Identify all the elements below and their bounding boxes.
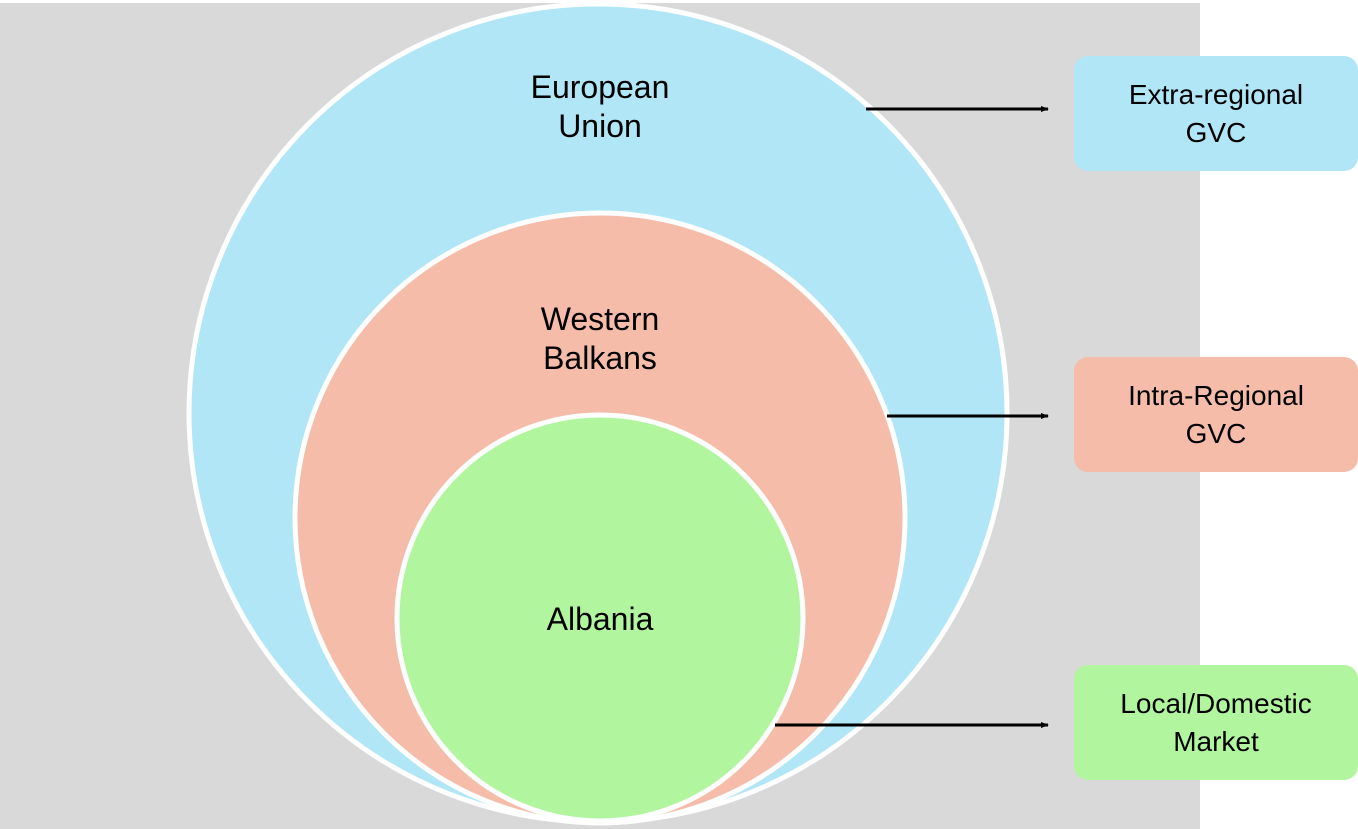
western-balkans-label-line2: Balkans [543,340,657,376]
intra-regional-gvc-box: Intra-Regional GVC [1074,357,1358,472]
intra-regional-box-line1: Intra-Regional [1128,379,1304,411]
local-domestic-box-line1: Local/Domestic [1120,687,1312,719]
extra-regional-box-line1: Extra-regional [1128,78,1304,110]
albania-label: Albania [547,601,654,637]
local-domestic-box-line2: Market [1173,725,1259,757]
western-balkans-label-line1: Western [541,301,660,337]
local-domestic-market-box: Local/Domestic Market [1074,665,1358,780]
extra-regional-gvc-box: Extra-regional GVC [1074,56,1358,171]
european-union-label-line1: European [531,69,670,105]
albania-circle [394,412,806,824]
extra-regional-box-line2: GVC [1185,116,1247,148]
european-union-label-line2: Union [558,108,642,144]
intra-regional-box-line2: GVC [1185,417,1247,449]
